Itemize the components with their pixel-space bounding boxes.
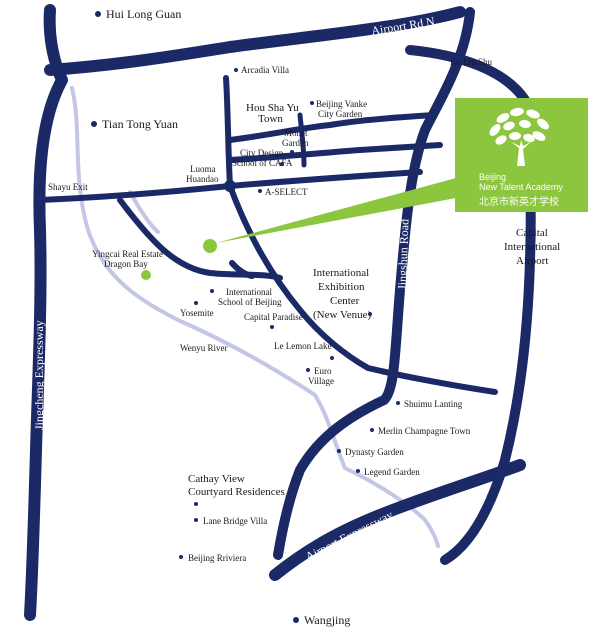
- merlin-dot: [370, 428, 374, 432]
- jingshun-label: Jingshun Road: [395, 219, 411, 290]
- callout-line-2: New Talent Academy: [479, 182, 563, 192]
- callout-line-3: 北京市新英才学校: [479, 197, 559, 208]
- airport-rd-label: Airport Rd N.: [370, 14, 438, 38]
- hui-long-guan-dot: [95, 11, 101, 17]
- capital-paradise-label: Capital Paradise: [244, 312, 303, 322]
- arcadia-label: Arcadia Villa: [241, 65, 289, 75]
- euro-village-label-1: Euro: [314, 366, 332, 376]
- legend-dot: [356, 469, 360, 473]
- yosemite-label: Yosemite: [180, 308, 214, 318]
- a-select-dot: [258, 189, 262, 193]
- le-lemon-lake-label: Le Lemon Lake: [274, 341, 331, 351]
- capital-airport-label-2: International: [504, 241, 560, 253]
- vanke-road-line: [297, 112, 307, 168]
- monet-label-2: Garden: [282, 138, 309, 148]
- luoma-north-line: [223, 75, 233, 189]
- lane-bridge-dot: [194, 518, 198, 522]
- le-lemon-lake-dot: [330, 356, 334, 360]
- vanke-label-2: City Garden: [318, 109, 363, 119]
- shuimu-dot: [396, 401, 400, 405]
- jingcheng-label: Jingcheng Expressway: [32, 320, 46, 430]
- dynasty-label: Dynasty Garden: [345, 447, 404, 457]
- capital-airport-label-1: Capital: [516, 227, 548, 239]
- exhibition-label-4: (New Venue): [313, 309, 371, 321]
- tian-tong-yuan-label: Tian Tong Yuan: [102, 117, 178, 131]
- hou-sha-yu-label-2: Town: [258, 113, 283, 125]
- riviera-dot: [179, 555, 183, 559]
- jingcheng-expressway-line: [24, 4, 68, 621]
- wenyu-river-label: Wenyu River: [180, 343, 228, 353]
- luoma-junction-icon: [224, 180, 236, 192]
- legend-label: Legend Garden: [364, 467, 420, 477]
- airport-expressway-label: Airport Expressway: [303, 507, 395, 563]
- yingcai-location-icon: [141, 270, 151, 280]
- capital-airport-label-3: Airport: [516, 255, 548, 267]
- airport-rd-north-line: [44, 6, 466, 76]
- cathay-label-1: Cathay View: [188, 473, 245, 485]
- capital-paradise-dot: [270, 325, 274, 329]
- wangjing-label: Wangjing: [304, 613, 350, 627]
- cathay-label-2: Courtyard Residences: [188, 486, 285, 498]
- euro-village-label-2: Village: [308, 376, 334, 386]
- city-design-label-2: School of CAFA: [232, 158, 293, 168]
- exhibition-label-3: Center: [330, 295, 360, 307]
- yingcai-road-line: [117, 197, 283, 281]
- exhibition-label-1: International: [313, 267, 369, 279]
- callout-pointer: [216, 178, 456, 243]
- wenyu-river-line: [70, 86, 440, 548]
- hui-long-guan-label: Hui Long Guan: [106, 7, 181, 21]
- merlin-label: Merlin Champagne Town: [378, 426, 471, 436]
- a-select-label: A-SELECT: [265, 187, 308, 197]
- intl-school-dot: [210, 289, 214, 293]
- callout-line-1: Beijing: [479, 172, 507, 182]
- school-location-icon: [203, 239, 217, 253]
- shayu-exit-label: Shayu Exit: [48, 182, 88, 192]
- riviera-label: Beijing Rriviera: [188, 553, 246, 563]
- tree-logo-icon: [489, 107, 549, 166]
- tian-tong-yuan-dot: [91, 121, 97, 127]
- vanke-dot: [310, 101, 314, 105]
- arcadia-dot: [234, 68, 238, 72]
- luoma-label-2: Huandao: [186, 174, 219, 184]
- exhibition-dot: [368, 312, 372, 316]
- cathay-dot: [194, 502, 198, 506]
- dynasty-dot: [337, 449, 341, 453]
- hou-sha-yu-line-1: [227, 112, 438, 143]
- intl-school-label-2: School of Beijing: [218, 297, 282, 307]
- airport-expressway-line: [269, 459, 526, 581]
- hou-sha-yu-label-1: Hou Sha Yu: [246, 102, 299, 114]
- city-design-dot: [280, 162, 284, 166]
- luoma-diagonal-line: [227, 183, 498, 395]
- luoma-label-1: Luoma: [190, 164, 216, 174]
- yingcai-label-2: Dragon Bay: [104, 259, 148, 269]
- yosemite-dot: [194, 301, 198, 305]
- monet-label-1: Monet: [284, 128, 308, 138]
- lane-bridge-label: Lane Bridge Villa: [203, 516, 267, 526]
- euro-village-dot: [306, 368, 310, 372]
- hou-sha-yu-line-2: [227, 142, 443, 163]
- city-design-label-1: City Design: [240, 148, 284, 158]
- yingcai-label-1: Yingcai Real Estate: [92, 249, 163, 259]
- short-road-line: [229, 260, 255, 279]
- exhibition-label-2: Exhibition: [318, 281, 365, 293]
- school-callout: Beijing New Talent Academy 北京市新英才学校: [455, 98, 588, 212]
- shuimu-label: Shuimu Lanting: [404, 399, 463, 409]
- intl-school-label-1: International: [226, 287, 272, 297]
- outer-ring-line: [405, 45, 536, 565]
- monet-dot: [290, 150, 294, 154]
- ku-liu-shu-label: Ku Liu Shu: [450, 57, 493, 67]
- vanke-label-1: Beijing Vanke: [316, 99, 367, 109]
- wangjing-dot: [293, 617, 299, 623]
